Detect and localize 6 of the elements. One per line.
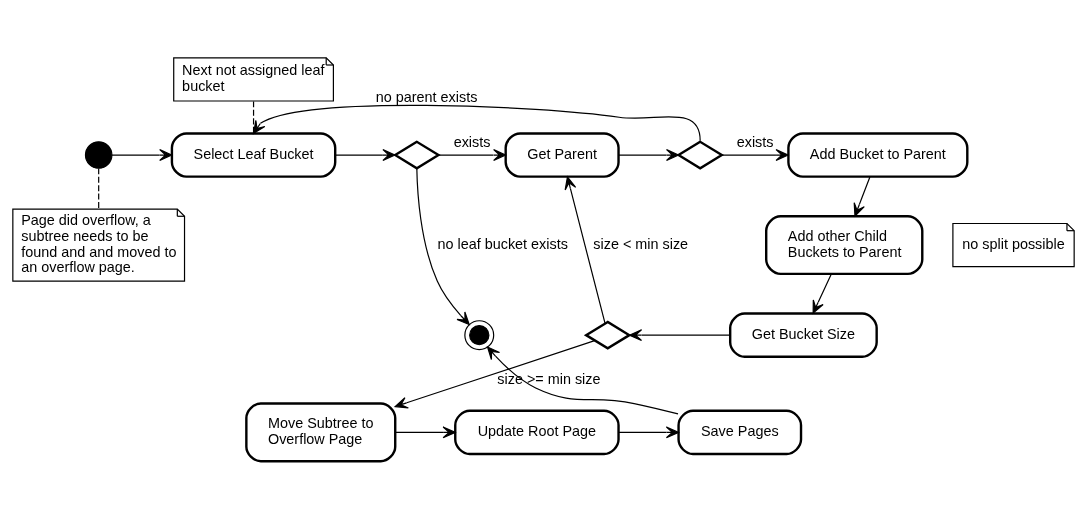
edge-label: exists bbox=[736, 133, 774, 150]
edge-label: no leaf bucket exists bbox=[437, 235, 568, 252]
edge-label: size >= min size bbox=[497, 370, 601, 387]
edge-label: exists bbox=[453, 133, 491, 150]
edge-label: no parent exists bbox=[375, 88, 478, 105]
edge-label: size < min size bbox=[593, 235, 689, 252]
